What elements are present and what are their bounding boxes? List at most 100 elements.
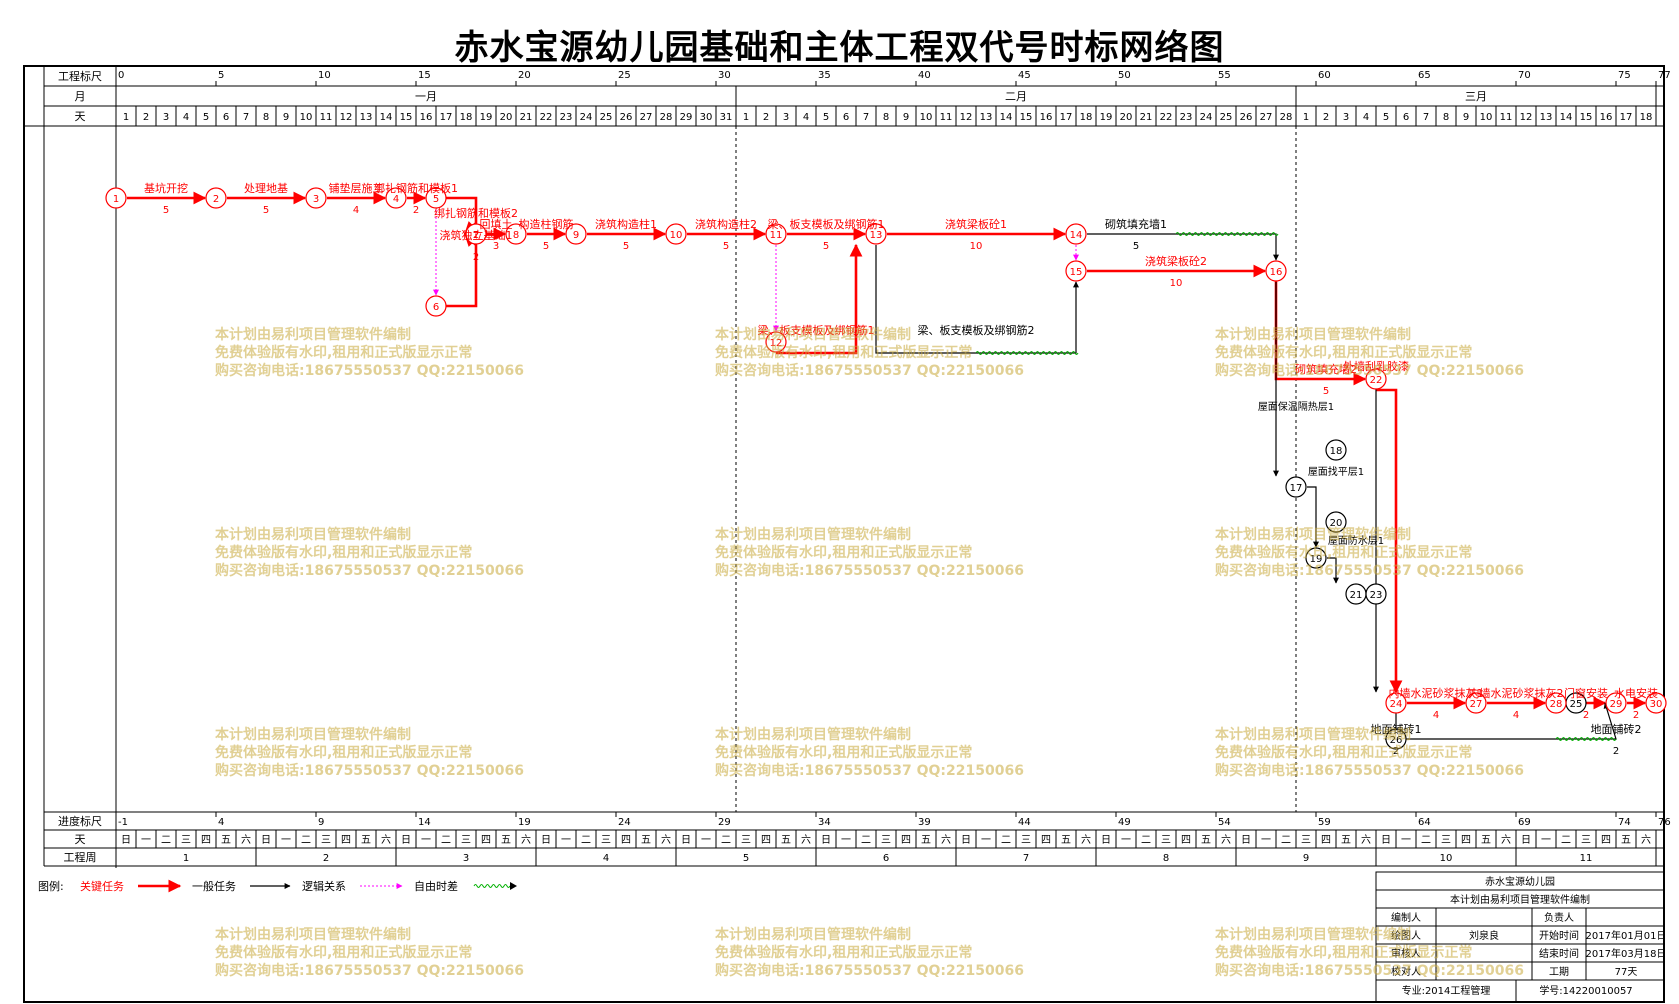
day-number: 9 [283, 112, 289, 123]
day-number: 9 [903, 112, 909, 123]
weekday-label: 二 [301, 835, 311, 846]
info-owner-label: 负责人 [1544, 911, 1574, 924]
day-number: 14 [1560, 112, 1573, 123]
weekday-label: 三 [601, 835, 611, 846]
day-number: 11 [320, 112, 333, 123]
watermark: 本计划由易利项目管理软件编制免费体验版有水印,租用和正式版显示正常购买咨询电话:… [215, 526, 524, 580]
day-number: 2 [143, 112, 149, 123]
event-node-number: 22 [1370, 375, 1383, 386]
page-title: 赤水宝源幼儿园基础和主体工程双代号时标网络图 [454, 28, 1225, 68]
weekday-label: 五 [221, 835, 231, 846]
day-number: 15 [1580, 112, 1593, 123]
watermark-line: 购买咨询电话:18675550537 QQ:22150066 [215, 563, 524, 579]
weekday-label: 日 [1241, 835, 1251, 846]
header-row-label: 工程标尺 [58, 69, 102, 83]
day-number: 21 [1140, 112, 1153, 123]
watermark-line: 免费体验版有水印,租用和正式版显示正常 [715, 345, 973, 361]
scale-tick-label: 10 [318, 70, 331, 81]
weekday-label: 三 [1021, 835, 1031, 846]
scale-tick-label: 30 [718, 70, 731, 81]
weekday-label: 三 [1441, 835, 1451, 846]
event-node-number: 28 [1550, 699, 1563, 710]
week-label: 7 [1023, 853, 1029, 864]
task-name: 砌筑填充墙1 [1105, 217, 1167, 231]
task-duration: 10 [970, 241, 983, 252]
weekday-label: 日 [261, 835, 271, 846]
weekday-label: 二 [1001, 835, 1011, 846]
weekday-label: 一 [1541, 835, 1551, 846]
day-number: 11 [1500, 112, 1513, 123]
day-number: 23 [560, 112, 573, 123]
day-number: 25 [600, 112, 613, 123]
day-number: 10 [920, 112, 933, 123]
scale-tick-label: 77 [1658, 70, 1671, 81]
day-number: 3 [1343, 112, 1349, 123]
watermark-line: 本计划由易利项目管理软件编制 [715, 727, 911, 743]
event-node [1365, 583, 1387, 605]
day-number: 1 [1303, 112, 1309, 123]
weekday-label: 日 [1381, 835, 1391, 846]
task-name: 屋面找平层1 [1308, 465, 1364, 478]
watermark-line: 免费体验版有水印,租用和正式版显示正常 [215, 345, 473, 361]
weekday-label: 二 [861, 835, 871, 846]
event-node [565, 223, 587, 245]
event-node-number: 12 [770, 338, 783, 349]
watermark-line: 本计划由易利项目管理软件编制 [215, 727, 411, 743]
day-number: 29 [680, 112, 693, 123]
weekday-label: 三 [461, 835, 471, 846]
watermark: 本计划由易利项目管理软件编制免费体验版有水印,租用和正式版显示正常购买咨询电话:… [715, 926, 1024, 980]
watermark-line: 购买咨询电话:18675550537 QQ:22150066 [1215, 963, 1524, 979]
weekday-label: 四 [481, 835, 491, 846]
weekday-label: 六 [241, 834, 251, 846]
day-number: 21 [520, 112, 533, 123]
month-label: 二月 [1005, 90, 1027, 103]
watermark-line: 免费体验版有水印,租用和正式版显示正常 [215, 945, 473, 961]
weekday-label: 四 [1461, 835, 1471, 846]
event-node [385, 187, 407, 209]
day-number: 7 [243, 112, 249, 123]
watermark-line: 免费体验版有水印,租用和正式版显示正常 [215, 545, 473, 561]
watermark-line: 本计划由易利项目管理软件编制 [215, 327, 411, 343]
progress-tick-label: 69 [1518, 817, 1531, 828]
weekday-label: 一 [1401, 835, 1411, 846]
progress-tick-label: 29 [718, 817, 731, 828]
task-duration: 2 [1613, 746, 1619, 757]
weekday-label: 六 [1501, 834, 1511, 846]
weekday-label: 四 [621, 835, 631, 846]
day-number: 10 [1480, 112, 1493, 123]
watermark-line: 本计划由易利项目管理软件编制 [715, 327, 911, 343]
event-node [865, 223, 887, 245]
watermark-line: 购买咨询电话:18675550537 QQ:22150066 [1215, 563, 1524, 579]
weekday-label: 四 [1041, 835, 1051, 846]
task-name: 绑扎钢筋和模板1 [374, 181, 458, 195]
progress-tick-label: 64 [1418, 817, 1431, 828]
scale-tick-label: 15 [418, 70, 431, 81]
event-node [1385, 692, 1407, 714]
event-node-number: 7 [473, 230, 479, 241]
watermark-line: 购买咨询电话:18675550537 QQ:22150066 [715, 963, 1024, 979]
weekday-label: 一 [981, 835, 991, 846]
event-node [105, 187, 127, 209]
day-number: 22 [540, 112, 553, 123]
event-node [425, 187, 447, 209]
week-label: 5 [743, 853, 749, 864]
day-number: 26 [620, 112, 633, 123]
progress-tick-label: 44 [1018, 817, 1031, 828]
day-number: 26 [1240, 112, 1253, 123]
watermark: 本计划由易利项目管理软件编制免费体验版有水印,租用和正式版显示正常购买咨询电话:… [715, 526, 1024, 580]
weekday-label: 一 [141, 835, 151, 846]
weekday-label: 六 [1361, 834, 1371, 846]
weekday-label: 一 [561, 835, 571, 846]
event-node-number: 23 [1370, 590, 1383, 601]
event-node-number: 30 [1650, 699, 1663, 710]
day-number: 11 [940, 112, 953, 123]
progress-tick-label: 24 [618, 817, 631, 828]
task-name: 门窗安装 [1564, 686, 1608, 700]
event-node [1065, 223, 1087, 245]
task-name: 梁、板支模板及绑钢筋1 [758, 323, 875, 337]
task-duration: 4 [1433, 710, 1439, 721]
weekday-label: 日 [821, 835, 831, 846]
info-reviewer-label: 审核人 [1391, 947, 1421, 960]
